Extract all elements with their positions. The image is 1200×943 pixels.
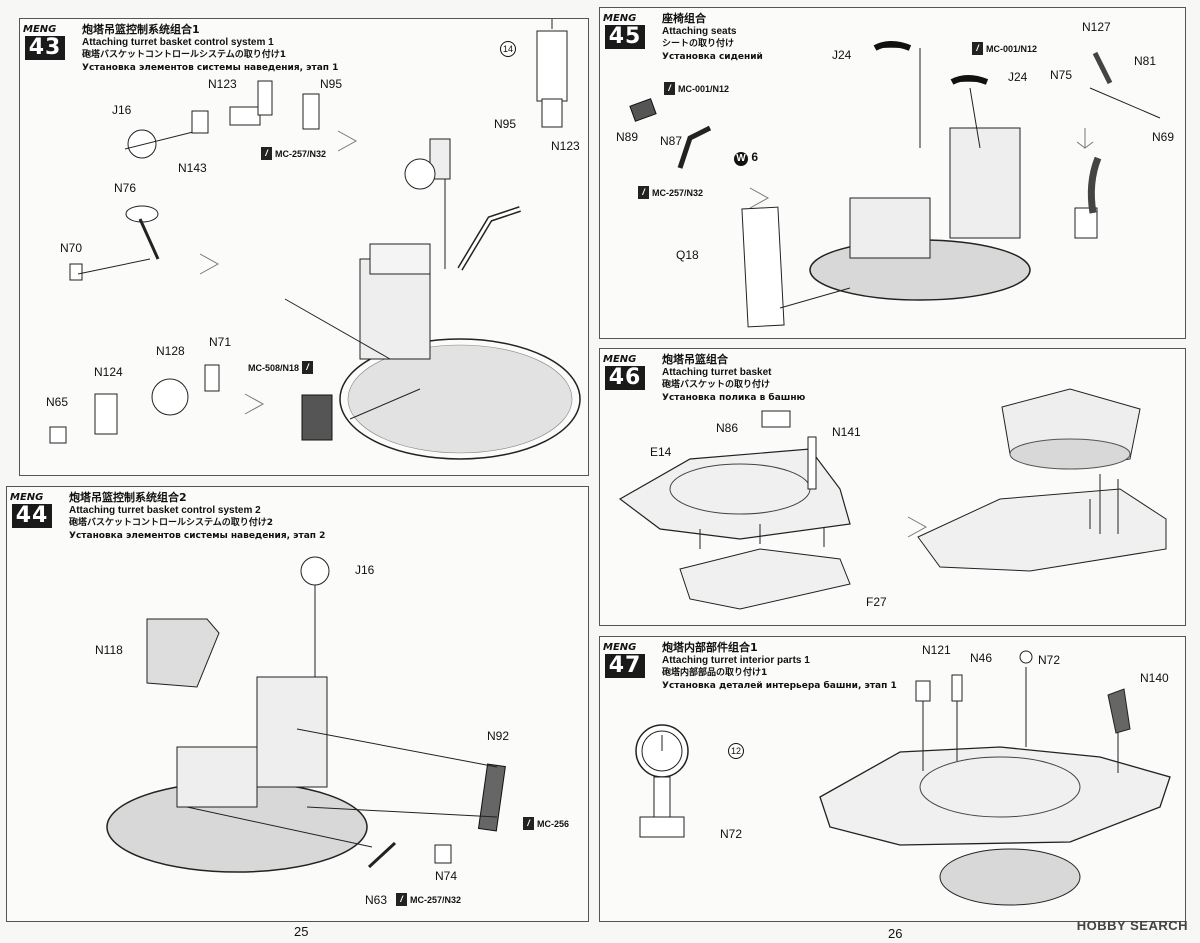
- paint-callout: /MC-257/N32: [396, 893, 461, 906]
- heading-ru: Установка сидений: [662, 52, 763, 62]
- step-number: 46: [605, 366, 645, 390]
- part-label-n95-inset: N95: [494, 117, 517, 131]
- heading-jp: 砲塔バスケットの取り付け: [662, 380, 771, 390]
- heading-ru: Установка деталей интерьера башни, этап …: [662, 681, 897, 691]
- part-label-e14: E14: [650, 445, 672, 459]
- step-badge: MENG 43: [19, 18, 73, 64]
- part-label-n65: N65: [46, 395, 69, 409]
- step-number: 47: [605, 654, 645, 678]
- heading-jp: 砲塔バスケットコントロールシステムの取り付け2: [69, 518, 273, 528]
- step-number: 44: [12, 504, 52, 528]
- part-label-n76: N76: [114, 181, 137, 195]
- brand-logo: MENG: [603, 642, 637, 653]
- part-label-n140: N140: [1140, 671, 1169, 685]
- heading-en: Attaching seats: [662, 26, 737, 37]
- brand-logo: MENG: [603, 354, 637, 365]
- part-label-n143: N143: [178, 161, 207, 175]
- callout-12: 12: [728, 743, 744, 759]
- step-heading: 座椅组合 Attaching seats シートの取り付け Установка …: [662, 12, 763, 64]
- step-46-drawing: [618, 388, 1167, 610]
- heading-ru: Установка элементов системы наведения, э…: [82, 63, 339, 73]
- step-badge: MENG 47: [599, 636, 653, 682]
- paint-callout: /MC-257/N32: [261, 147, 326, 160]
- heading-en: Attaching turret basket control system 1: [82, 37, 274, 48]
- paint-callout: /MC-001/N12: [664, 82, 729, 95]
- step-43-drawing: [49, 19, 581, 460]
- heading-jp: シートの取り付け: [662, 39, 735, 49]
- part-label-n121: N121: [922, 643, 951, 657]
- part-label-n74: N74: [435, 869, 458, 883]
- heading-zh: 炮塔吊篮控制系统组合1: [82, 23, 200, 36]
- brand-logo: MENG: [10, 492, 44, 503]
- step-47-drawing: [635, 650, 1171, 906]
- step-badge: MENG 46: [599, 348, 653, 394]
- heading-en: Attaching turret basket control system 2: [69, 505, 261, 516]
- part-label-q18: Q18: [676, 248, 699, 262]
- step-heading: 炮塔吊篮控制系统组合2 Attaching turret basket cont…: [69, 491, 325, 543]
- step-45-panel: MENG 45 座椅组合 Attaching seats シートの取り付け Ус…: [599, 7, 1186, 339]
- brand-logo: MENG: [603, 13, 637, 24]
- part-label-n71: N71: [209, 335, 232, 349]
- page-number-right: 26: [888, 926, 903, 941]
- part-label-j24: J24: [832, 48, 852, 62]
- part-label-n124: N124: [94, 365, 123, 379]
- step-badge: MENG 45: [599, 7, 653, 53]
- part-label-n128: N128: [156, 344, 185, 358]
- part-label-n127: N127: [1082, 20, 1111, 34]
- step-number: 43: [25, 36, 65, 60]
- heading-jp: 砲塔内部部品の取り付け1: [662, 668, 768, 678]
- page-number-left: 25: [294, 924, 309, 939]
- step-46-panel: MENG 46 炮塔吊篮组合 Attaching turret basket 砲…: [599, 348, 1186, 626]
- part-label-n75: N75: [1050, 68, 1073, 82]
- step-badge: MENG 44: [6, 486, 60, 532]
- part-label-n92: N92: [487, 729, 510, 743]
- heading-zh: 炮塔内部部件组合1: [662, 641, 758, 654]
- heading-en: Attaching turret interior parts 1: [662, 655, 810, 666]
- step-47-panel: MENG 47 炮塔内部部件组合1 Attaching turret inter…: [599, 636, 1186, 922]
- part-label-n81: N81: [1134, 54, 1157, 68]
- heading-jp: 砲塔バスケットコントロールシステムの取り付け1: [82, 50, 286, 60]
- part-label-n141: N141: [832, 425, 861, 439]
- part-label-n123: N123: [208, 77, 237, 91]
- brand-logo: MENG: [23, 24, 57, 35]
- part-label-n69: N69: [1152, 130, 1175, 144]
- step-44-panel: MENG 44 炮塔吊篮控制系统组合2 Attaching turret bas…: [6, 486, 589, 922]
- step-43-panel: MENG 43 炮塔吊篮控制系统组合1 Attaching turret bas…: [19, 18, 589, 476]
- part-label-j16: J16: [112, 103, 132, 117]
- step-heading: 炮塔吊篮组合 Attaching turret basket 砲塔バスケットの取…: [662, 353, 805, 405]
- part-label-n72-inset: N72: [720, 827, 743, 841]
- watermark: HOBBY SEARCH: [1076, 918, 1188, 933]
- part-label-n87: N87: [660, 134, 683, 148]
- step-heading: 炮塔内部部件组合1 Attaching turret interior part…: [662, 641, 897, 693]
- heading-en: Attaching turret basket: [662, 367, 772, 378]
- step-heading: 炮塔吊篮控制系统组合1 Attaching turret basket cont…: [82, 23, 338, 75]
- part-label-n89: N89: [616, 130, 639, 144]
- part-label-f27: F27: [866, 595, 887, 609]
- step-44-drawing: [106, 556, 506, 873]
- heading-zh: 炮塔吊篮控制系统组合2: [69, 491, 187, 504]
- wash-callout: W 6: [734, 150, 758, 166]
- paint-callout: /MC-256: [523, 817, 569, 830]
- heading-zh: 座椅组合: [662, 12, 706, 25]
- paint-callout: MC-508/N18/: [248, 361, 314, 374]
- heading-ru: Установка полика в башню: [662, 393, 806, 403]
- part-label-j24: J24: [1008, 70, 1028, 84]
- step-number: 45: [605, 25, 645, 49]
- part-label-n63: N63: [365, 893, 388, 907]
- step-45-drawing: [629, 41, 1161, 328]
- part-label-n46: N46: [970, 651, 993, 665]
- part-label-n70: N70: [60, 241, 83, 255]
- part-label-n95: N95: [320, 77, 343, 91]
- part-label-n86: N86: [716, 421, 739, 435]
- callout-14: 14: [500, 41, 516, 57]
- paint-callout: /MC-001/N12: [972, 42, 1037, 55]
- part-label-n123-inset: N123: [551, 139, 580, 153]
- paint-callout: /MC-257/N32: [638, 186, 703, 199]
- heading-zh: 炮塔吊篮组合: [662, 353, 728, 366]
- heading-ru: Установка элементов системы наведения, э…: [69, 531, 326, 541]
- part-label-n72: N72: [1038, 653, 1061, 667]
- part-label-n118: N118: [95, 643, 123, 657]
- part-label-j16: J16: [355, 563, 375, 577]
